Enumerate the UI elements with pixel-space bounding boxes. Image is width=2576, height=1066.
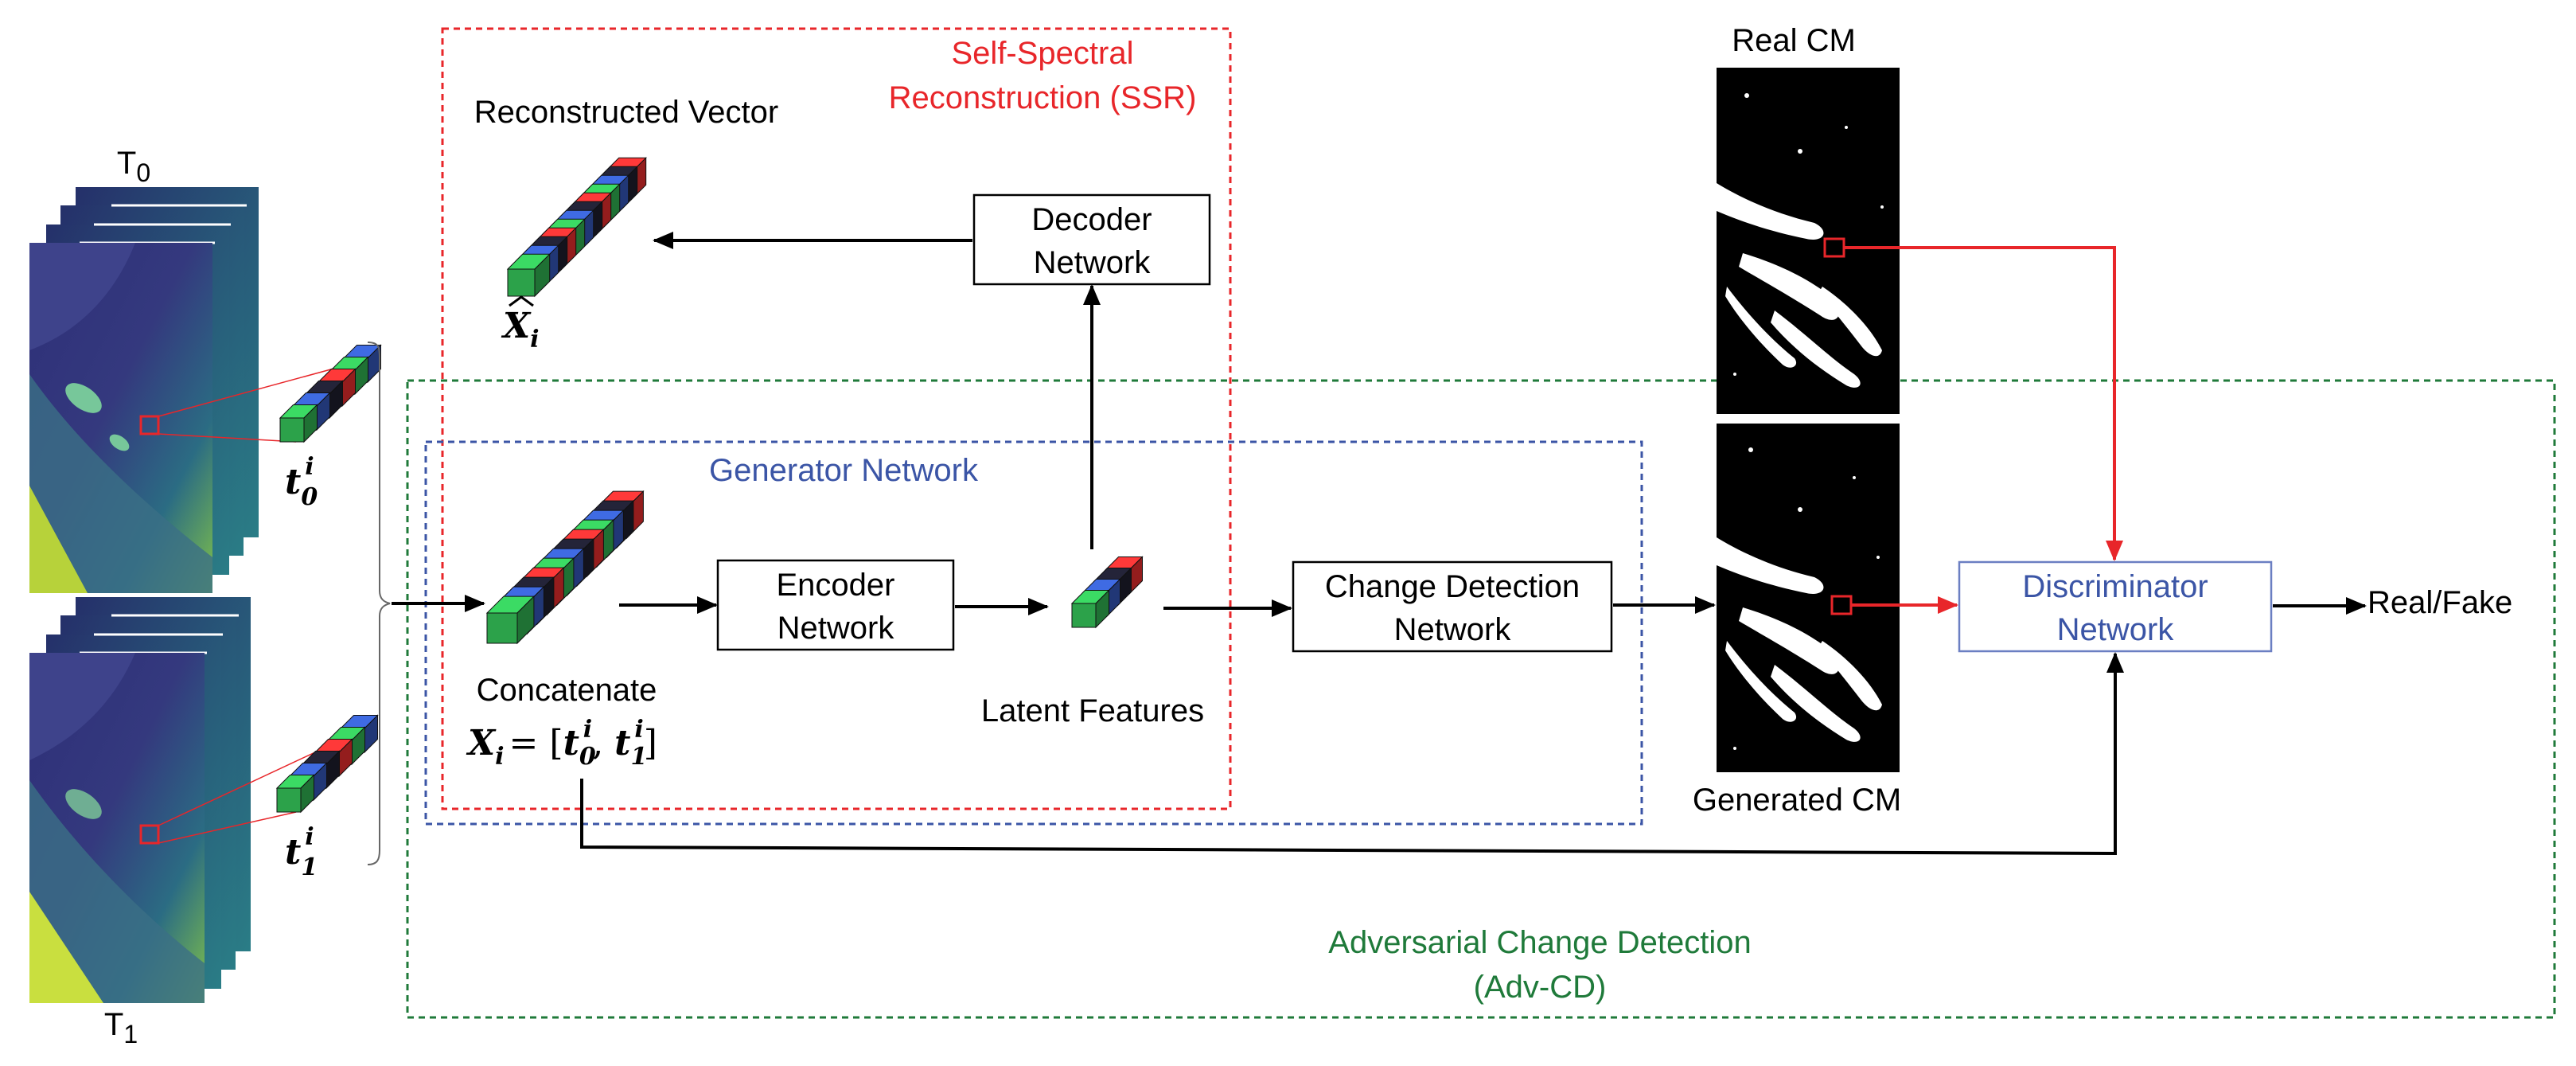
real-change-map bbox=[1717, 68, 1900, 414]
svg-text:Network: Network bbox=[1394, 612, 1512, 647]
pixel-marker-t0 bbox=[139, 415, 160, 435]
generated-change-map bbox=[1717, 424, 1900, 772]
concat-equation: Xi= [t0i, t1i] bbox=[466, 716, 657, 771]
latent-feature-vector bbox=[1070, 556, 1144, 629]
pixel-marker-t1 bbox=[139, 824, 160, 845]
reconstructed-vector-label: Reconstructed Vector bbox=[474, 95, 778, 130]
ssr-region bbox=[441, 27, 1232, 810]
svg-text:Network: Network bbox=[2057, 612, 2175, 647]
xhat-hat bbox=[509, 295, 534, 307]
svg-text:Discriminator: Discriminator bbox=[2022, 569, 2208, 604]
discriminator-network-box: Discriminator Network bbox=[1958, 560, 2273, 653]
pixel-vector-t0 bbox=[279, 344, 382, 443]
reconstructed-vector bbox=[506, 157, 647, 298]
adv-title-line2: (Adv-CD) bbox=[1474, 970, 1607, 1005]
svg-text:Network: Network bbox=[777, 611, 895, 646]
arrow-concat-to-discriminator bbox=[580, 652, 2124, 856]
merge-brace bbox=[367, 342, 391, 865]
t1-symbol: t1i bbox=[285, 823, 318, 881]
svg-text:Change Detection: Change Detection bbox=[1325, 569, 1580, 604]
real-cm-label: Real CM bbox=[1732, 23, 1856, 58]
concatenate-label: Concatenate bbox=[477, 673, 657, 708]
concatenated-vector bbox=[485, 490, 645, 645]
generator-region bbox=[424, 440, 1643, 826]
hsi-stack-t0 bbox=[29, 187, 259, 593]
generator-title: Generator Network bbox=[709, 453, 979, 488]
change-detection-network-box: Change Detection Network bbox=[1292, 560, 1613, 653]
svg-text:Decoder: Decoder bbox=[1031, 202, 1152, 237]
generated-cm-label: Generated CM bbox=[1693, 783, 1901, 818]
t0-symbol: t0i bbox=[285, 453, 318, 511]
svg-text:Network: Network bbox=[1034, 245, 1152, 280]
pixel-vector-t1 bbox=[275, 714, 379, 814]
xhat-symbol: Xi bbox=[501, 306, 540, 353]
ssr-title-line1: Self-Spectral bbox=[952, 36, 1134, 71]
ssr-title-line2: Reconstruction (SSR) bbox=[889, 80, 1197, 115]
decoder-network-box: Decoder Network bbox=[972, 193, 1211, 286]
adv-title-line1: Adversarial Change Detection bbox=[1328, 925, 1751, 960]
t0-label: T0 bbox=[117, 146, 150, 187]
t1-label: T1 bbox=[104, 1007, 138, 1048]
svg-text:Encoder: Encoder bbox=[777, 568, 895, 603]
adv-cd-region bbox=[406, 379, 2556, 1019]
latent-features-label: Latent Features bbox=[981, 693, 1204, 728]
real-fake-label: Real/Fake bbox=[2368, 585, 2512, 620]
hsi-stack-t1 bbox=[29, 597, 251, 1003]
arrow-real-cm-to-discriminator bbox=[1844, 246, 2123, 561]
encoder-network-box: Encoder Network bbox=[716, 559, 955, 651]
